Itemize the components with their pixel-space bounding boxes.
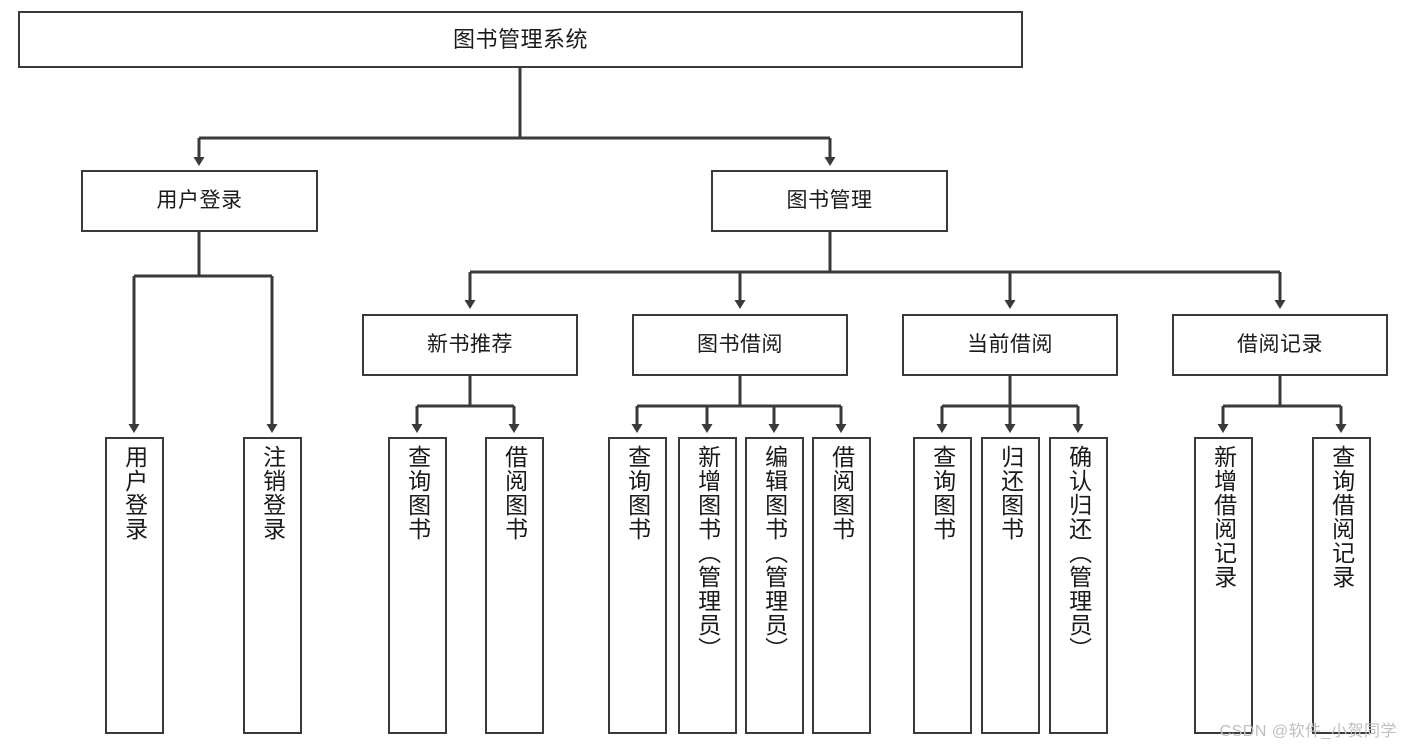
node-leaf-query-record-label: 查询借阅记录 <box>1328 445 1355 589</box>
node-leaf-confirm-return[interactable]: 确认归还（管理员） <box>1049 437 1108 734</box>
node-book-borrow[interactable]: 图书借阅 <box>632 314 848 376</box>
node-leaf-add-book[interactable]: 新增图书（管理员） <box>678 437 737 734</box>
node-leaf-confirm-return-label: 确认归还（管理员） <box>1065 445 1092 661</box>
node-leaf-user-logout-label: 注销登录 <box>259 445 286 541</box>
node-leaf-borrow-book-1[interactable]: 借阅图书 <box>485 437 544 734</box>
node-book-management-label: 图书管理 <box>786 188 873 212</box>
node-leaf-query-book-3-label: 查询图书 <box>929 445 956 541</box>
node-leaf-return-book-label: 归还图书 <box>997 445 1024 541</box>
node-leaf-query-record[interactable]: 查询借阅记录 <box>1312 437 1371 734</box>
node-borrow-record[interactable]: 借阅记录 <box>1172 314 1388 376</box>
node-leaf-borrow-book-1-label: 借阅图书 <box>501 445 528 541</box>
node-leaf-add-record-label: 新增借阅记录 <box>1210 445 1237 589</box>
node-leaf-query-book-2-label: 查询图书 <box>624 445 651 541</box>
node-leaf-borrow-book-2-label: 借阅图书 <box>828 445 855 541</box>
node-leaf-add-record[interactable]: 新增借阅记录 <box>1194 437 1253 734</box>
node-new-book-recommend-label: 新书推荐 <box>427 332 513 356</box>
node-book-borrow-label: 图书借阅 <box>697 332 783 356</box>
node-leaf-add-book-label: 新增图书（管理员） <box>694 445 721 661</box>
watermark: CSDN @软件_小贺同学 <box>1219 723 1397 740</box>
node-leaf-query-book-1-label: 查询图书 <box>404 445 431 541</box>
node-leaf-edit-book-label: 编辑图书（管理员） <box>761 445 788 661</box>
node-root[interactable]: 图书管理系统 <box>18 11 1023 68</box>
node-leaf-query-book-2[interactable]: 查询图书 <box>608 437 667 734</box>
node-leaf-edit-book[interactable]: 编辑图书（管理员） <box>745 437 804 734</box>
node-root-label: 图书管理系统 <box>452 26 588 52</box>
node-borrow-record-label: 借阅记录 <box>1237 332 1323 356</box>
node-leaf-user-login[interactable]: 用户登录 <box>105 437 164 734</box>
node-leaf-user-logout[interactable]: 注销登录 <box>243 437 302 734</box>
node-current-borrow[interactable]: 当前借阅 <box>902 314 1118 376</box>
node-leaf-borrow-book-2[interactable]: 借阅图书 <box>812 437 871 734</box>
node-book-management[interactable]: 图书管理 <box>711 170 948 232</box>
node-leaf-query-book-1[interactable]: 查询图书 <box>388 437 447 734</box>
node-user-login-label: 用户登录 <box>156 188 243 212</box>
node-leaf-user-login-label: 用户登录 <box>121 445 148 541</box>
node-user-login[interactable]: 用户登录 <box>81 170 318 232</box>
node-leaf-query-book-3[interactable]: 查询图书 <box>913 437 972 734</box>
node-leaf-return-book[interactable]: 归还图书 <box>981 437 1040 734</box>
node-new-book-recommend[interactable]: 新书推荐 <box>362 314 578 376</box>
node-current-borrow-label: 当前借阅 <box>967 332 1053 356</box>
